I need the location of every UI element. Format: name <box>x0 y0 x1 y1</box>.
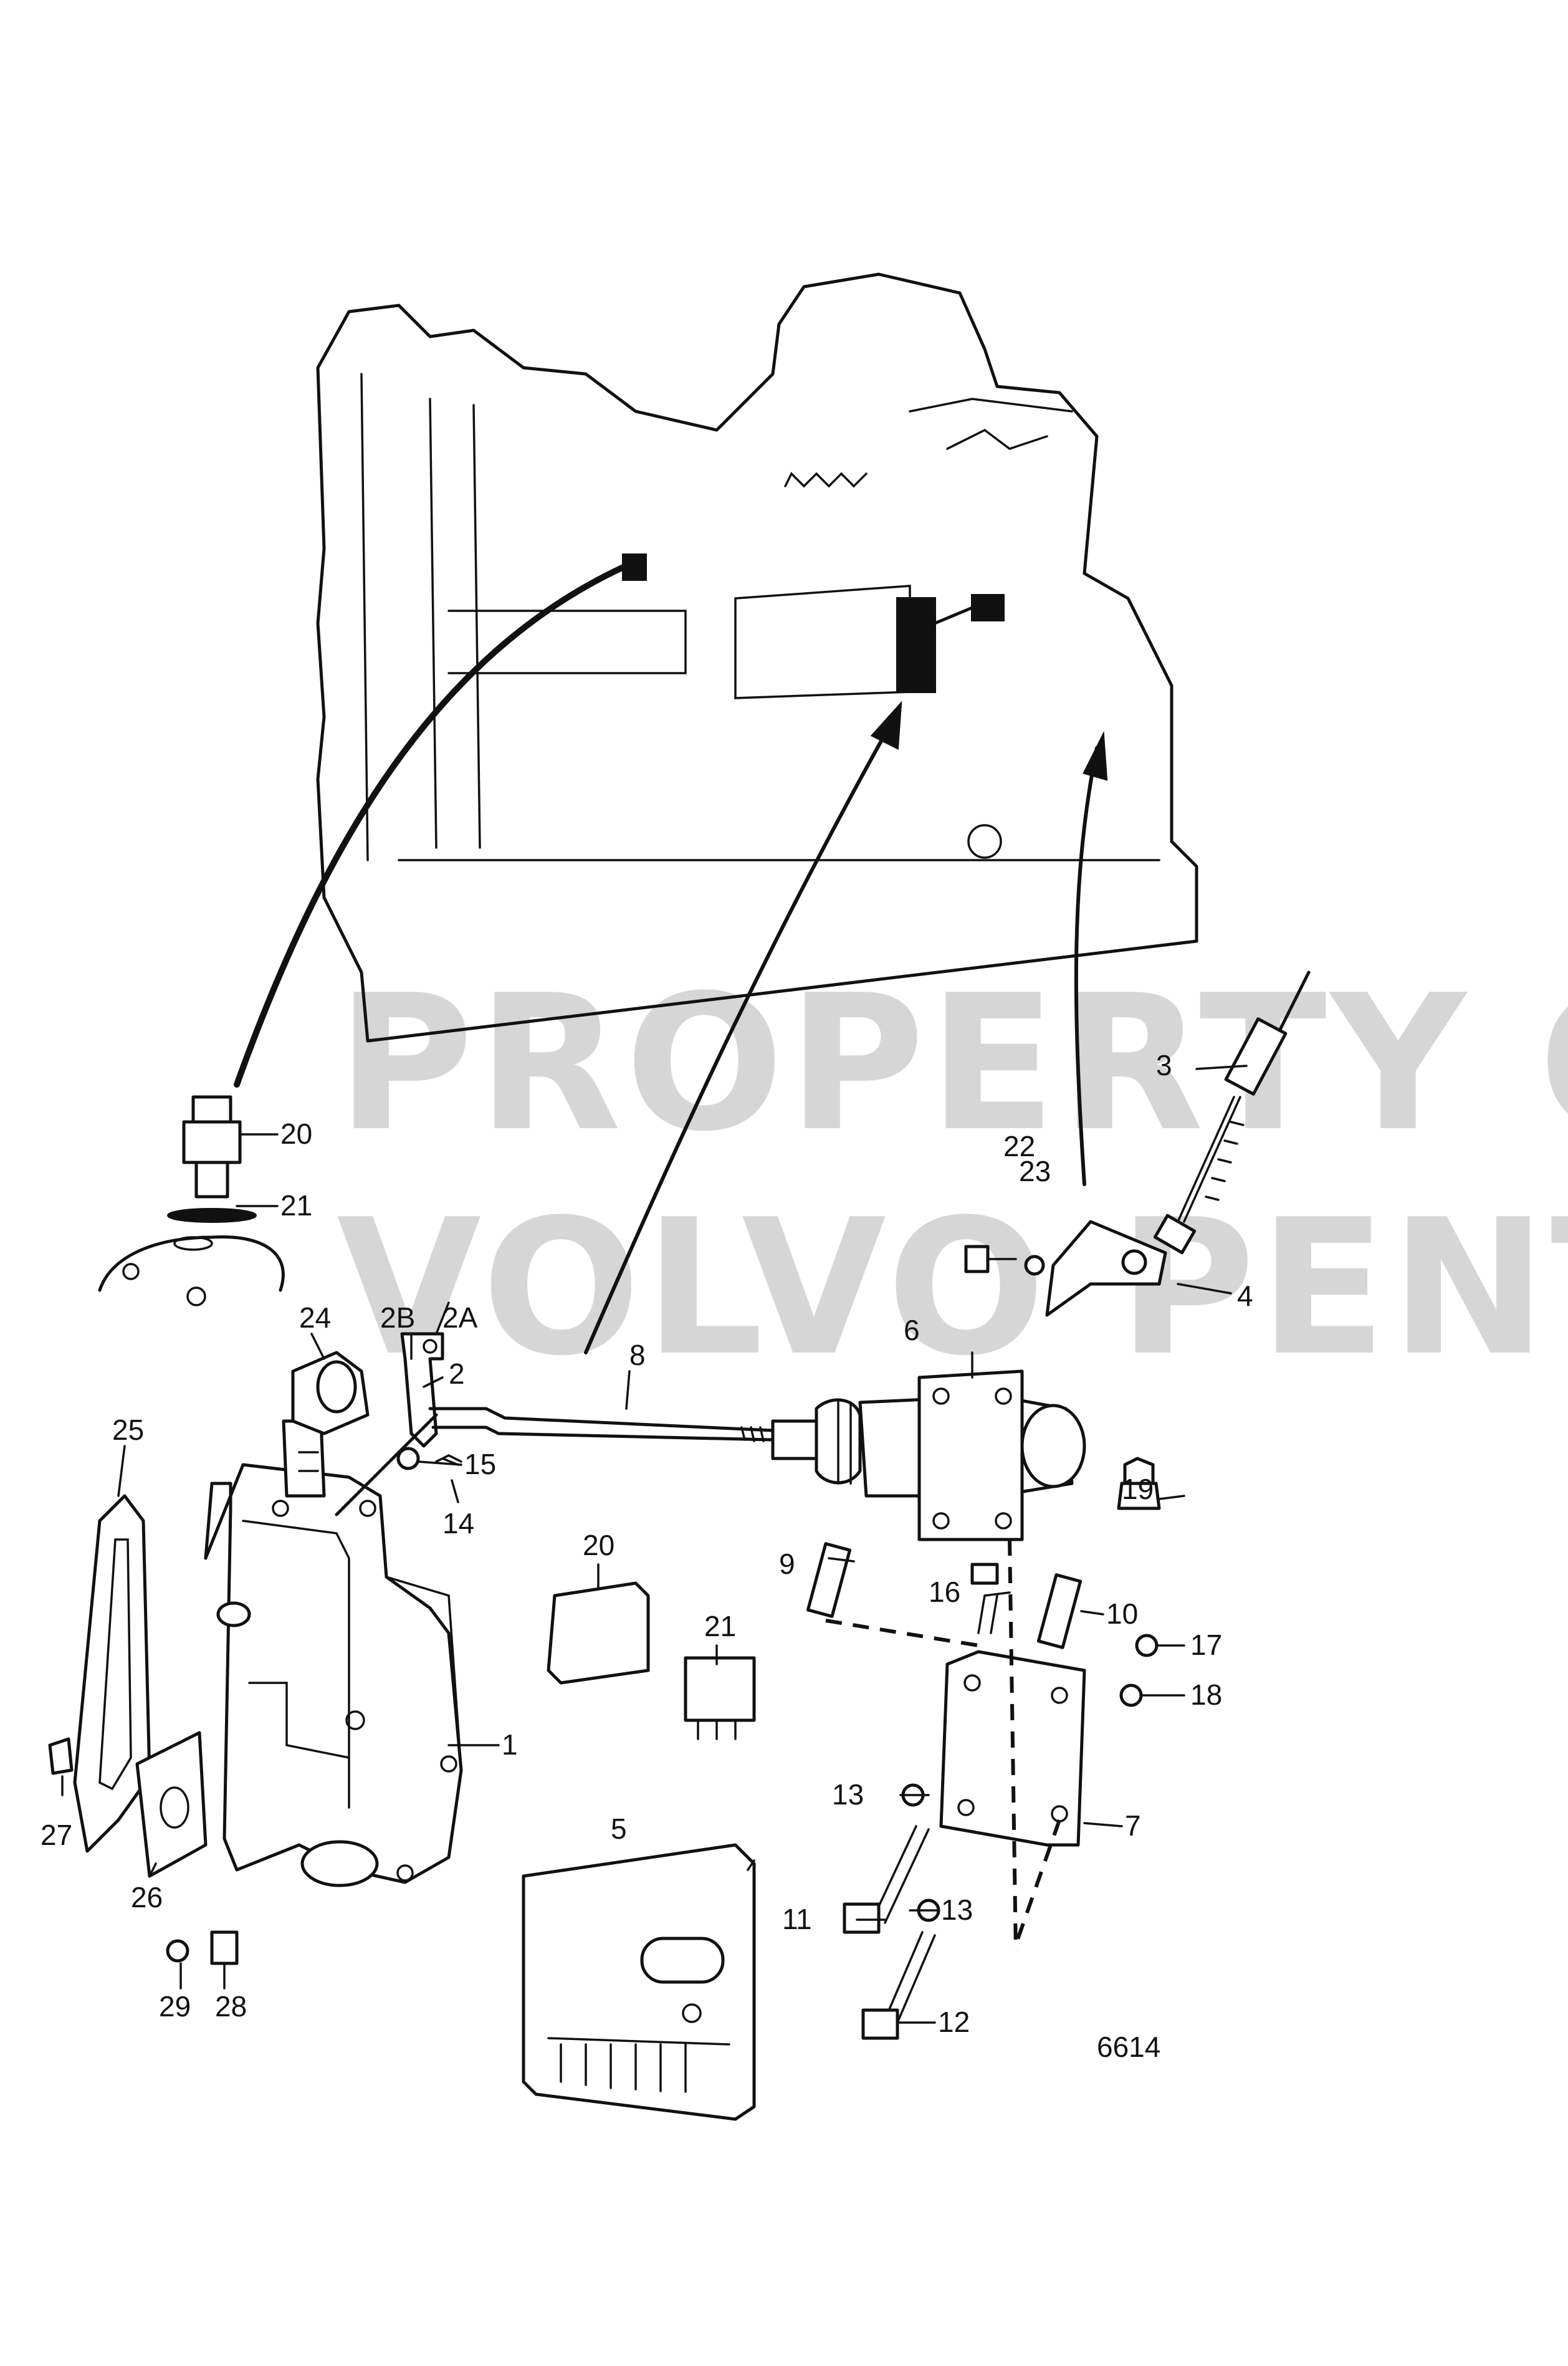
callout-26: 24 <box>299 1301 331 1334</box>
callout-labels: 20 21 3 22 23 4 24 2B 2A 2 6 8 25 15 14 … <box>41 1049 1253 2063</box>
callout-13a: 13 <box>832 1778 864 1811</box>
callout-29: 27 <box>41 1819 72 1851</box>
callout-25: 23 <box>1019 1155 1051 1187</box>
callout-2: 2 <box>449 1358 465 1390</box>
leader-lines <box>61 1065 1248 2024</box>
pressure-sensor-group <box>98 1095 285 1306</box>
callout-2a: 2A <box>442 1301 478 1334</box>
callout-4: 4 <box>1237 1280 1253 1312</box>
relays <box>547 1581 756 1740</box>
callout-24: 22 <box>1003 1130 1035 1162</box>
governor-assembly <box>204 1332 463 1887</box>
callout-16: 16 <box>929 1576 960 1608</box>
callout-19: 19 <box>1122 1473 1154 1505</box>
callout-5: 5 <box>611 1813 627 1845</box>
callout-31: 29 <box>159 1990 191 2023</box>
control-rod <box>428 1407 775 1442</box>
callout-28: 26 <box>131 1881 163 1913</box>
callout-22: 20 <box>280 1118 312 1150</box>
callout-18: 18 <box>1190 1679 1222 1711</box>
callout-30: 28 <box>215 1990 247 2023</box>
callout-2b: 2B <box>380 1301 415 1334</box>
callout-6: 6 <box>904 1314 920 1346</box>
drawing-number: 6614 <box>1097 2031 1160 2063</box>
connection-arrows <box>234 564 1108 1354</box>
callout-14: 14 <box>442 1507 474 1540</box>
throttle-cable-group <box>964 970 1311 1317</box>
solenoid <box>771 1369 1086 1541</box>
callout-10: 10 <box>1106 1597 1138 1630</box>
callout-21: 21 <box>704 1610 736 1642</box>
callout-12: 12 <box>938 2006 970 2038</box>
callout-7: 7 <box>1125 1809 1141 1842</box>
watermark-line-1: PROPERTY OF <box>337 955 1568 1172</box>
watermark: PROPERTY OF VOLVO PENTA <box>337 955 1568 1397</box>
watermark-line-2: VOLVO PENTA <box>337 1179 1568 1397</box>
callout-11: 11 <box>782 1903 812 1935</box>
callout-17: 17 <box>1190 1629 1222 1661</box>
gasket-group <box>48 1494 239 1965</box>
callout-3: 3 <box>1156 1049 1172 1081</box>
callout-1: 1 <box>502 1728 518 1761</box>
callout-20: 20 <box>583 1529 614 1561</box>
callout-9: 9 <box>779 1548 795 1580</box>
callout-8: 8 <box>629 1339 646 1371</box>
callout-13b: 13 <box>941 1894 973 1926</box>
mounting-plate-group <box>806 1457 1161 2040</box>
engine-outline <box>316 272 1198 1043</box>
callout-23: 21 <box>280 1189 312 1222</box>
callout-15: 15 <box>464 1448 496 1480</box>
control-unit <box>522 1843 756 2121</box>
callout-27: 25 <box>112 1414 144 1446</box>
